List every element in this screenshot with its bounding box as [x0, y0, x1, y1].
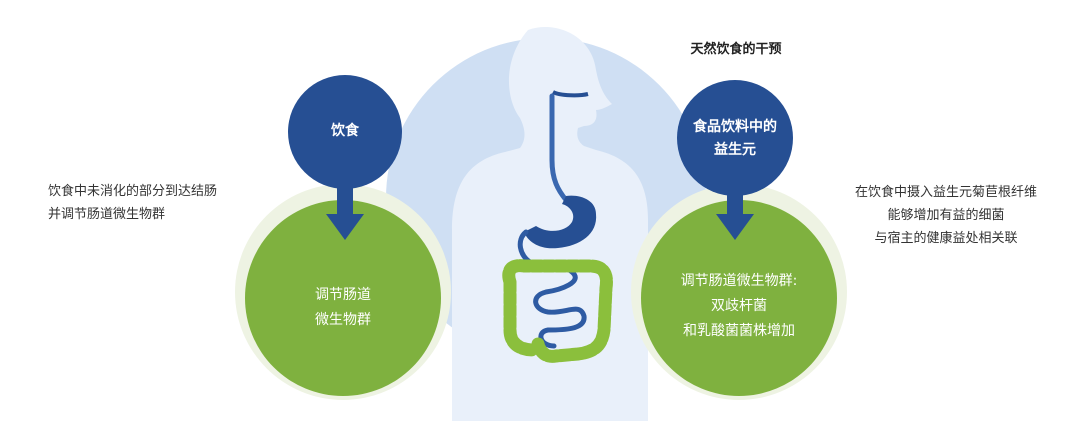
left-top-node-label: 饮食 — [331, 123, 359, 139]
esophagus-tube — [549, 93, 569, 203]
right-side-description: 在饮食中摄入益生元菊苣根纤维 能够增加有益的细菌 与宿主的健康益处相关联 — [854, 185, 1037, 246]
left-side-description: 饮食中未消化的部分到达结肠 并调节肠道微生物群 — [48, 184, 218, 222]
left-bottom-node-label: 调节肠道 微生物群 — [315, 287, 371, 328]
large-intestine — [502, 259, 613, 363]
esophagus — [552, 90, 589, 98]
right-green-circle — [641, 200, 837, 396]
left-arrow — [326, 186, 364, 240]
left-blue-circle — [288, 75, 402, 189]
stomach — [524, 195, 597, 249]
right-blue-circle — [677, 80, 793, 196]
right-branch-heading: 天然饮食的干预 — [690, 42, 782, 57]
right-arrow — [716, 194, 754, 240]
right-bottom-node-label: 调节肠道微生物群: 双歧杆菌 和乳酸菌菌株增加 — [680, 273, 798, 339]
right-top-node-label: 食品饮料中的 益生元 — [693, 119, 777, 158]
left-green-circle — [245, 200, 441, 396]
